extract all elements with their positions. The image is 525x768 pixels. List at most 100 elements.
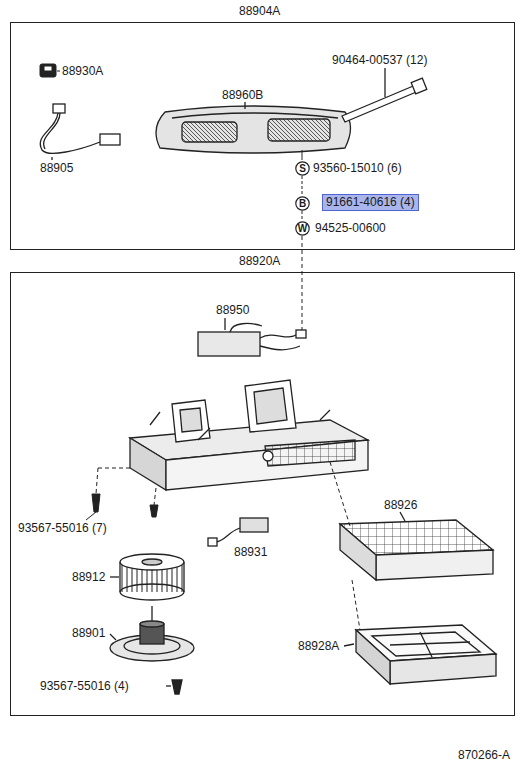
screw — [150, 505, 158, 517]
screw — [172, 680, 182, 694]
circle-outline — [296, 222, 309, 235]
part-number: 88931 — [234, 544, 267, 560]
fan-hub — [142, 559, 162, 565]
connector — [53, 104, 65, 113]
tray-side — [356, 630, 390, 684]
filter-slot — [265, 440, 355, 466]
part-number: 88930A — [62, 63, 103, 79]
dashed-leader — [330, 462, 350, 526]
symbol-letter: B — [299, 198, 306, 209]
highlighted-part-number: 91661-40616 (4) — [322, 194, 419, 211]
part-number: 93567-55016 (4) — [40, 678, 129, 694]
leader-line — [302, 176, 303, 195]
filter-front — [376, 550, 493, 580]
grille — [268, 119, 330, 141]
wire — [230, 324, 300, 350]
case-side — [130, 438, 166, 490]
group-box: 88904ASB91661-40616 (4)W — [10, 22, 515, 250]
bracket — [150, 410, 330, 440]
panel-outline — [156, 106, 351, 153]
tray-rib — [390, 632, 470, 657]
connector — [208, 538, 217, 546]
switch-body — [40, 64, 56, 77]
case-screws — [86, 462, 360, 630]
dashed-leader — [96, 468, 98, 494]
vent-panel — [156, 102, 351, 153]
group-box: 88920A — [10, 272, 515, 716]
screw — [92, 494, 100, 512]
knob — [263, 451, 273, 461]
tie-strap — [342, 68, 427, 122]
strap-body — [342, 84, 421, 122]
circle-outline — [296, 197, 309, 210]
leader-line — [110, 576, 119, 577]
filter — [340, 512, 493, 580]
resistor-body — [240, 518, 268, 532]
duct-opening — [180, 408, 202, 432]
fan-edge — [119, 562, 120, 592]
duct-opening — [254, 388, 287, 424]
dashed-leader — [302, 236, 303, 334]
wire — [216, 528, 240, 542]
leader-line — [302, 211, 303, 220]
wire-harness — [40, 104, 120, 160]
part-number: 88912 — [72, 569, 105, 585]
circle-outline — [296, 162, 309, 175]
screw-symbol: B — [295, 196, 310, 211]
wire — [40, 113, 100, 153]
part-number: 88901 — [72, 625, 105, 641]
figure-number: 870266-A — [458, 747, 510, 763]
symbol-letter: W — [298, 223, 307, 234]
connector — [296, 330, 306, 338]
grille — [182, 122, 237, 142]
module-body — [198, 332, 260, 356]
resistor — [208, 518, 268, 546]
strap-head — [411, 78, 427, 94]
connector — [100, 134, 120, 145]
symbol-letter: S — [299, 163, 306, 174]
leader-line — [344, 644, 354, 646]
dashed-leader — [98, 468, 130, 469]
tray-front — [390, 654, 496, 684]
leader-line — [57, 71, 60, 72]
part-number: 88905 — [40, 160, 73, 176]
group-heading: 88904A — [237, 4, 282, 19]
duct — [245, 380, 296, 432]
leader-line — [244, 102, 245, 109]
part-number: 88950 — [216, 302, 249, 318]
screw-leaders — [302, 150, 303, 334]
fan-rim — [120, 584, 184, 600]
part-number: 91661-40616 (4) — [326, 195, 415, 210]
leader-line — [166, 685, 171, 686]
filter-tray — [344, 625, 496, 684]
leader-line — [51, 157, 52, 160]
part-number: 94525-00600 — [315, 220, 386, 236]
part-number: 93560-15010 (6) — [313, 160, 402, 176]
amplifier-module — [198, 318, 306, 356]
washer-symbol: W — [295, 221, 310, 236]
part-number: 88926 — [384, 497, 417, 513]
part-number: 90464-00537 (12) — [332, 52, 427, 68]
leader-line — [400, 512, 405, 521]
leader-line — [224, 318, 225, 330]
switch-icon — [40, 64, 60, 77]
fan — [110, 554, 184, 600]
leader-line — [302, 150, 303, 160]
fan-rim — [120, 554, 184, 570]
leader-line — [110, 634, 116, 640]
motor-top — [140, 621, 164, 627]
blower-case — [130, 380, 368, 490]
part-number: 88960B — [222, 87, 263, 103]
dashed-leader — [154, 488, 156, 505]
part-number: 88928A — [298, 638, 339, 654]
tray-frame — [372, 632, 480, 656]
duct — [172, 400, 210, 442]
group-heading: 88920A — [237, 254, 282, 269]
leader-line — [86, 512, 96, 520]
part-number: 93567-55016 (7) — [18, 520, 107, 536]
dashed-leader — [352, 580, 360, 630]
filter-side — [340, 524, 376, 580]
fan-edge — [183, 562, 184, 592]
